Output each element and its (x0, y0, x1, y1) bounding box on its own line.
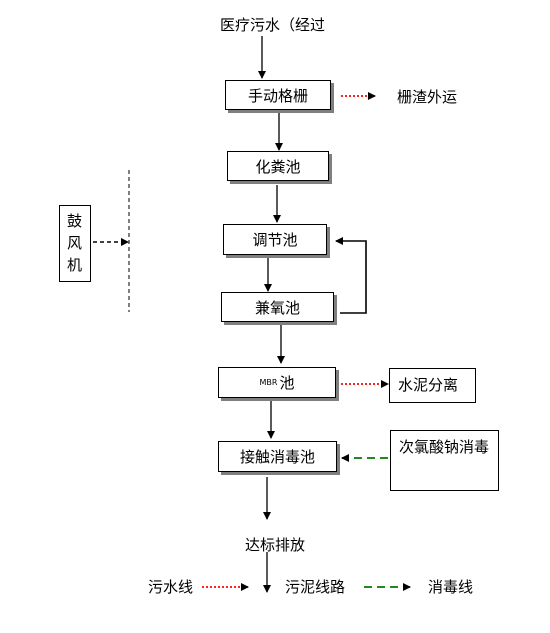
contact-disinfection-tank-label: 接触消毒池 (239, 448, 315, 466)
septic-tank-label: 化粪池 (255, 157, 301, 176)
blower-label: 鼓风机 (67, 212, 83, 274)
contact-disinfection-tank-box: 接触消毒池 (218, 441, 337, 472)
legend-disinfection-line: 消毒线 (428, 578, 474, 596)
regulation-tank-box: 调节池 (223, 224, 327, 255)
sodium-hypochlorite-box: 次氯酸钠消毒 (390, 430, 499, 491)
sludge-separation-box: 水泥分离 (389, 368, 476, 403)
legend-sewage-line: 污水线 (148, 578, 194, 596)
regulation-tank-label: 调节池 (252, 231, 298, 249)
arrow-recirculation-loop (335, 237, 367, 314)
manual-grate-label: 手动格栅 (247, 86, 308, 105)
screenings-removal-label: 栅渣外运 (397, 88, 458, 106)
anoxic-tank-box: 兼氧池 (221, 292, 334, 322)
anoxic-tank-label: 兼氧池 (254, 298, 300, 317)
mbr-suffix-label: 池 (279, 374, 295, 392)
sludge-separation-label: 水泥分离 (398, 376, 459, 394)
mbr-prefix-label: MBR (259, 378, 278, 387)
legend-sludge-line: 污泥线路 (285, 578, 346, 596)
sodium-hypochlorite-label: 次氯酸钠消毒 (399, 438, 490, 456)
mbr-tank-box: MBR 池 (218, 367, 336, 398)
inlet-label: 医疗污水（经过 (220, 16, 326, 34)
blower-box: 鼓风机 (59, 205, 91, 282)
septic-tank-box: 化粪池 (227, 151, 329, 181)
manual-grate-box: 手动格栅 (225, 80, 331, 110)
discharge-label: 达标排放 (245, 536, 306, 554)
